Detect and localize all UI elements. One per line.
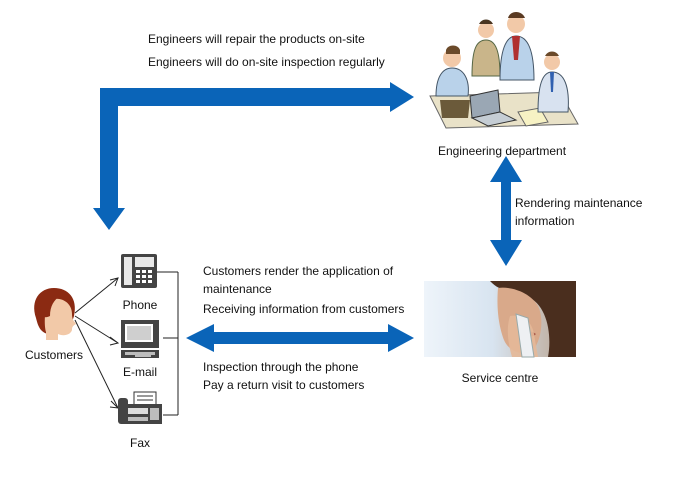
middle-upper-line2: maintenance	[203, 282, 272, 296]
engineers-meeting-clipart	[429, 12, 579, 129]
fax-icon	[118, 391, 162, 424]
top-note-line1: Engineers will repair the products on-si…	[148, 32, 365, 46]
vertical-double-arrow	[490, 156, 522, 266]
channel-label-email: E-mail	[122, 365, 157, 379]
middle-lower-line2: Pay a return visit to customers	[203, 378, 365, 392]
channel-bracket	[157, 271, 179, 416]
computer-icon	[121, 320, 159, 358]
channel-label-fax: Fax	[129, 436, 150, 450]
engineering-department-label: Engineering department	[437, 144, 567, 158]
customers-label: Customers	[25, 348, 84, 362]
customer-head-icon	[34, 288, 76, 340]
phone-icon	[121, 254, 157, 288]
service-centre-label: Service centre	[461, 371, 539, 385]
middle-upper-line1: Customers render the application of	[203, 264, 394, 278]
vertical-note-line2: information	[515, 214, 575, 228]
top-note-line2: Engineers will do on-site inspection reg…	[148, 55, 385, 69]
middle-lower-line1: Inspection through the phone	[203, 360, 359, 374]
customer-fan-lines	[74, 277, 120, 409]
operator-on-phone-photo	[424, 281, 576, 358]
middle-upper-line3: Receiving information from customers	[203, 302, 405, 316]
channel-label-phone: Phone	[122, 298, 158, 312]
elbow-arrow	[93, 82, 414, 230]
horizontal-double-arrow	[186, 324, 414, 352]
vertical-note-line1: Rendering maintenance	[515, 196, 643, 210]
